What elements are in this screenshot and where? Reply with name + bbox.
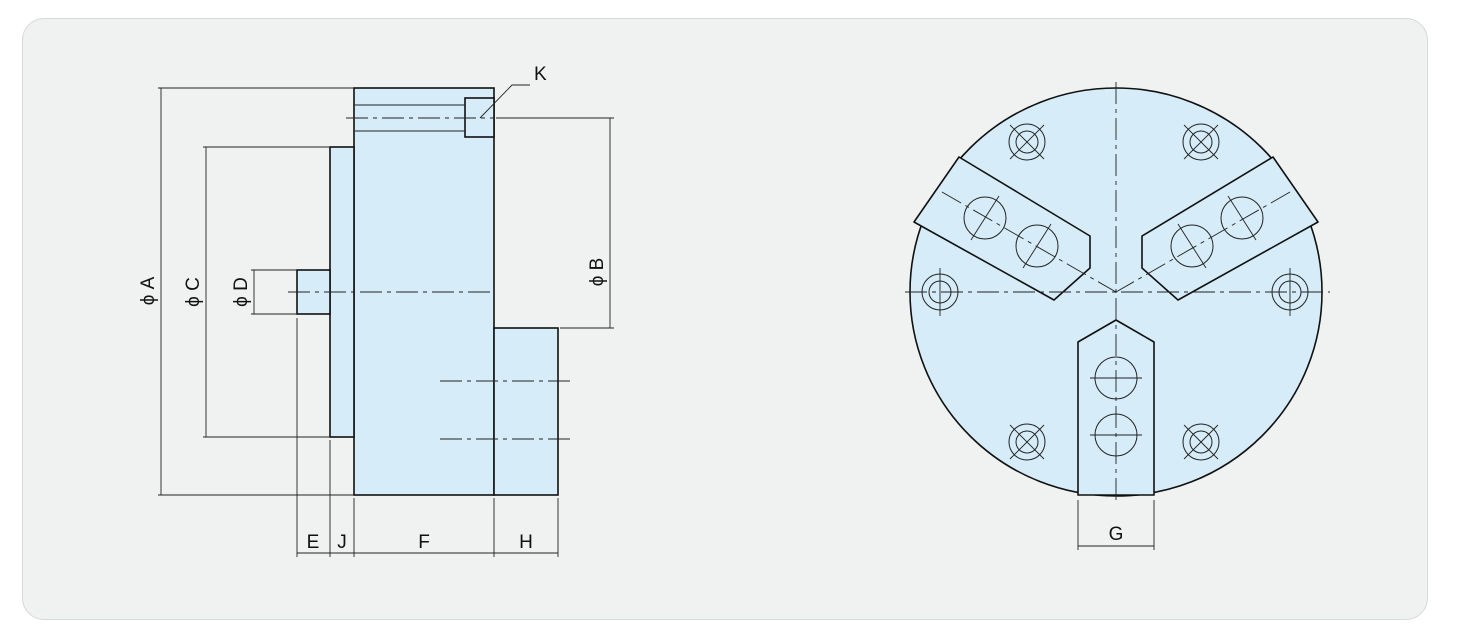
jaw-hole-top-left-2 <box>1015 223 1059 269</box>
label-phi-b: ϕ B <box>587 258 608 287</box>
bolt-hole-left <box>921 268 959 316</box>
jaw-hole-top-right-1 <box>1170 223 1214 269</box>
leader-k <box>479 84 530 119</box>
bolt-hole-bottom-left <box>1008 423 1046 461</box>
rear-housing <box>493 327 559 496</box>
label-g: G <box>1109 524 1124 545</box>
label-j: J <box>337 532 347 553</box>
bolt-hole-bottom-right <box>1182 423 1220 461</box>
jaw-hole-bottom-2 <box>1090 413 1142 457</box>
label-e: E <box>307 532 320 553</box>
main-body <box>353 87 495 496</box>
jaw-hole-bottom-1 <box>1090 356 1142 400</box>
jaw-hole-top-right-2 <box>1220 195 1264 241</box>
jaw-hole-top-left-1 <box>963 195 1007 241</box>
side-view: ϕ A ϕ C ϕ D ϕ B E J F H K <box>138 64 614 557</box>
label-phi-c: ϕ C <box>183 277 204 307</box>
counterbore <box>464 97 495 138</box>
bolt-hole-top-right <box>1182 123 1220 161</box>
bolt-hole-right <box>1271 268 1309 316</box>
jaw-top-right <box>1141 156 1319 301</box>
bolt-hole-top-left <box>1008 123 1046 161</box>
label-f: F <box>418 532 430 553</box>
label-k: K <box>534 64 547 85</box>
label-phi-d: ϕ D <box>231 277 252 307</box>
label-phi-a: ϕ A <box>138 276 159 305</box>
jaw-top-left <box>913 156 1091 301</box>
label-h: H <box>519 532 533 553</box>
front-view: G <box>905 82 1330 550</box>
